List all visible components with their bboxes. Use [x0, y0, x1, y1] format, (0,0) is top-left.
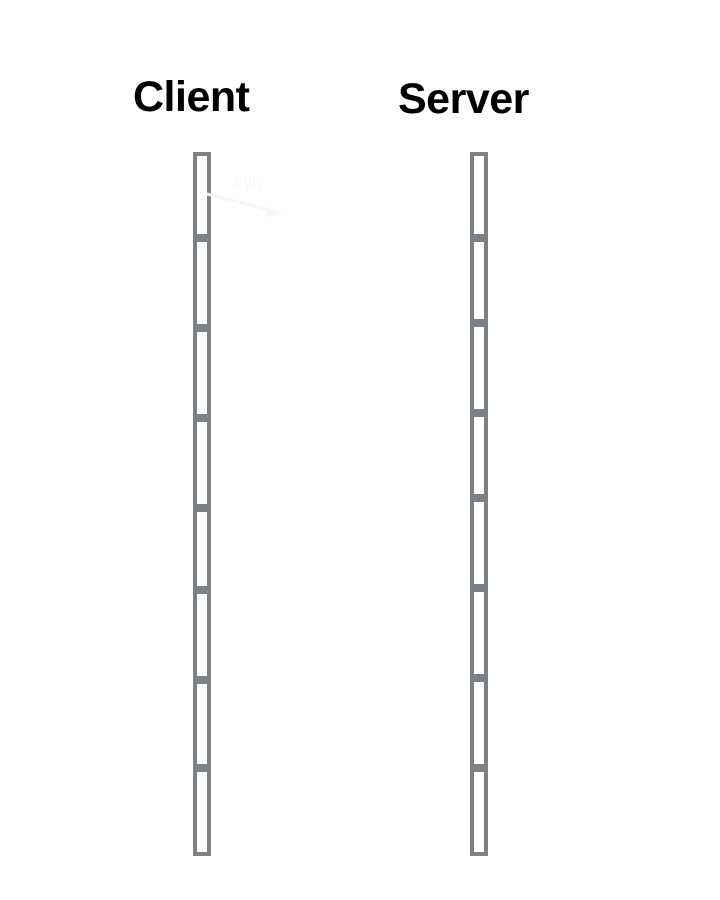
- activation-segment: [193, 680, 211, 768]
- activation-segment: [470, 498, 488, 588]
- lifeline-client: [193, 152, 211, 856]
- participant-label-server: Server: [398, 75, 529, 123]
- participant-label-client: Client: [133, 73, 250, 121]
- activation-segment: [193, 590, 211, 680]
- activation-segment: [470, 323, 488, 413]
- activation-segment: [470, 238, 488, 323]
- activation-segment: [193, 328, 211, 418]
- activation-segment: [470, 768, 488, 856]
- activation-segment: [193, 238, 211, 328]
- activation-segment: [193, 418, 211, 508]
- message-arrow-syn: [206, 192, 281, 217]
- lifeline-server: [470, 152, 488, 856]
- activation-segment: [470, 413, 488, 498]
- activation-segment: [470, 588, 488, 678]
- activation-segment: [470, 152, 488, 238]
- activation-segment: [193, 768, 211, 856]
- message-label-syn: syn: [233, 171, 263, 192]
- activation-segment: [193, 508, 211, 590]
- activation-segment: [470, 678, 488, 768]
